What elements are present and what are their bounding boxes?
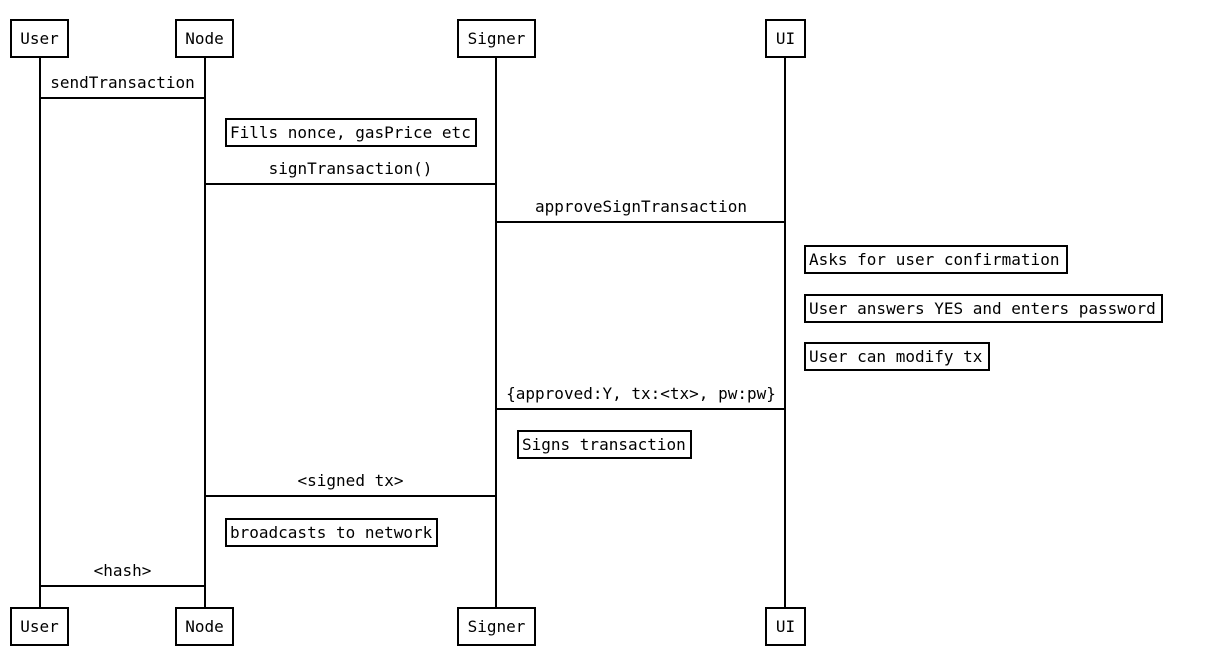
actor-signer-top-label: Signer	[467, 29, 526, 48]
actor-node-bottom-label: Node	[185, 617, 224, 636]
message-line-approve-sign-transaction	[496, 221, 786, 223]
actor-ui-bottom-label: UI	[775, 617, 796, 636]
note-signs-transaction: Signs transaction	[517, 430, 692, 459]
actor-user-top-label: User	[20, 29, 59, 48]
lifeline-node	[204, 58, 206, 607]
message-label-approve-sign-transaction: approveSignTransaction	[535, 197, 747, 216]
actor-ui-bottom: UI	[765, 607, 806, 646]
note-fills-nonce: Fills nonce, gasPrice etc	[225, 118, 477, 147]
actor-node-top-label: Node	[185, 29, 224, 48]
actor-signer-bottom: Signer	[457, 607, 536, 646]
message-label-send-transaction: sendTransaction	[50, 73, 195, 92]
lifeline-ui	[784, 58, 786, 607]
message-line-approved-reply	[496, 408, 786, 410]
message-line-signed-tx	[205, 495, 496, 497]
actor-user-bottom-label: User	[20, 617, 59, 636]
note-user-modify: User can modify tx	[804, 342, 990, 371]
note-user-answers: User answers YES and enters password	[804, 294, 1163, 323]
actor-signer-bottom-label: Signer	[467, 617, 526, 636]
lifeline-user	[39, 58, 41, 607]
actor-signer-top: Signer	[457, 19, 536, 58]
message-label-signed-tx: <signed tx>	[297, 471, 404, 490]
actor-node-bottom: Node	[175, 607, 234, 646]
actor-user-bottom: User	[10, 607, 69, 646]
note-broadcasts: broadcasts to network	[225, 518, 438, 547]
lifeline-signer	[495, 58, 497, 607]
message-line-hash	[40, 585, 205, 587]
message-line-sign-transaction	[205, 183, 496, 185]
actor-ui-top-label: UI	[775, 29, 796, 48]
actor-ui-top: UI	[765, 19, 806, 58]
message-label-sign-transaction: signTransaction()	[268, 159, 433, 178]
actor-node-top: Node	[175, 19, 234, 58]
message-label-approved-reply: {approved:Y, tx:<tx>, pw:pw}	[506, 384, 776, 403]
actor-user-top: User	[10, 19, 69, 58]
message-label-hash: <hash>	[93, 561, 152, 580]
message-line-send-transaction	[40, 97, 205, 99]
note-asks-confirmation: Asks for user confirmation	[804, 245, 1068, 274]
